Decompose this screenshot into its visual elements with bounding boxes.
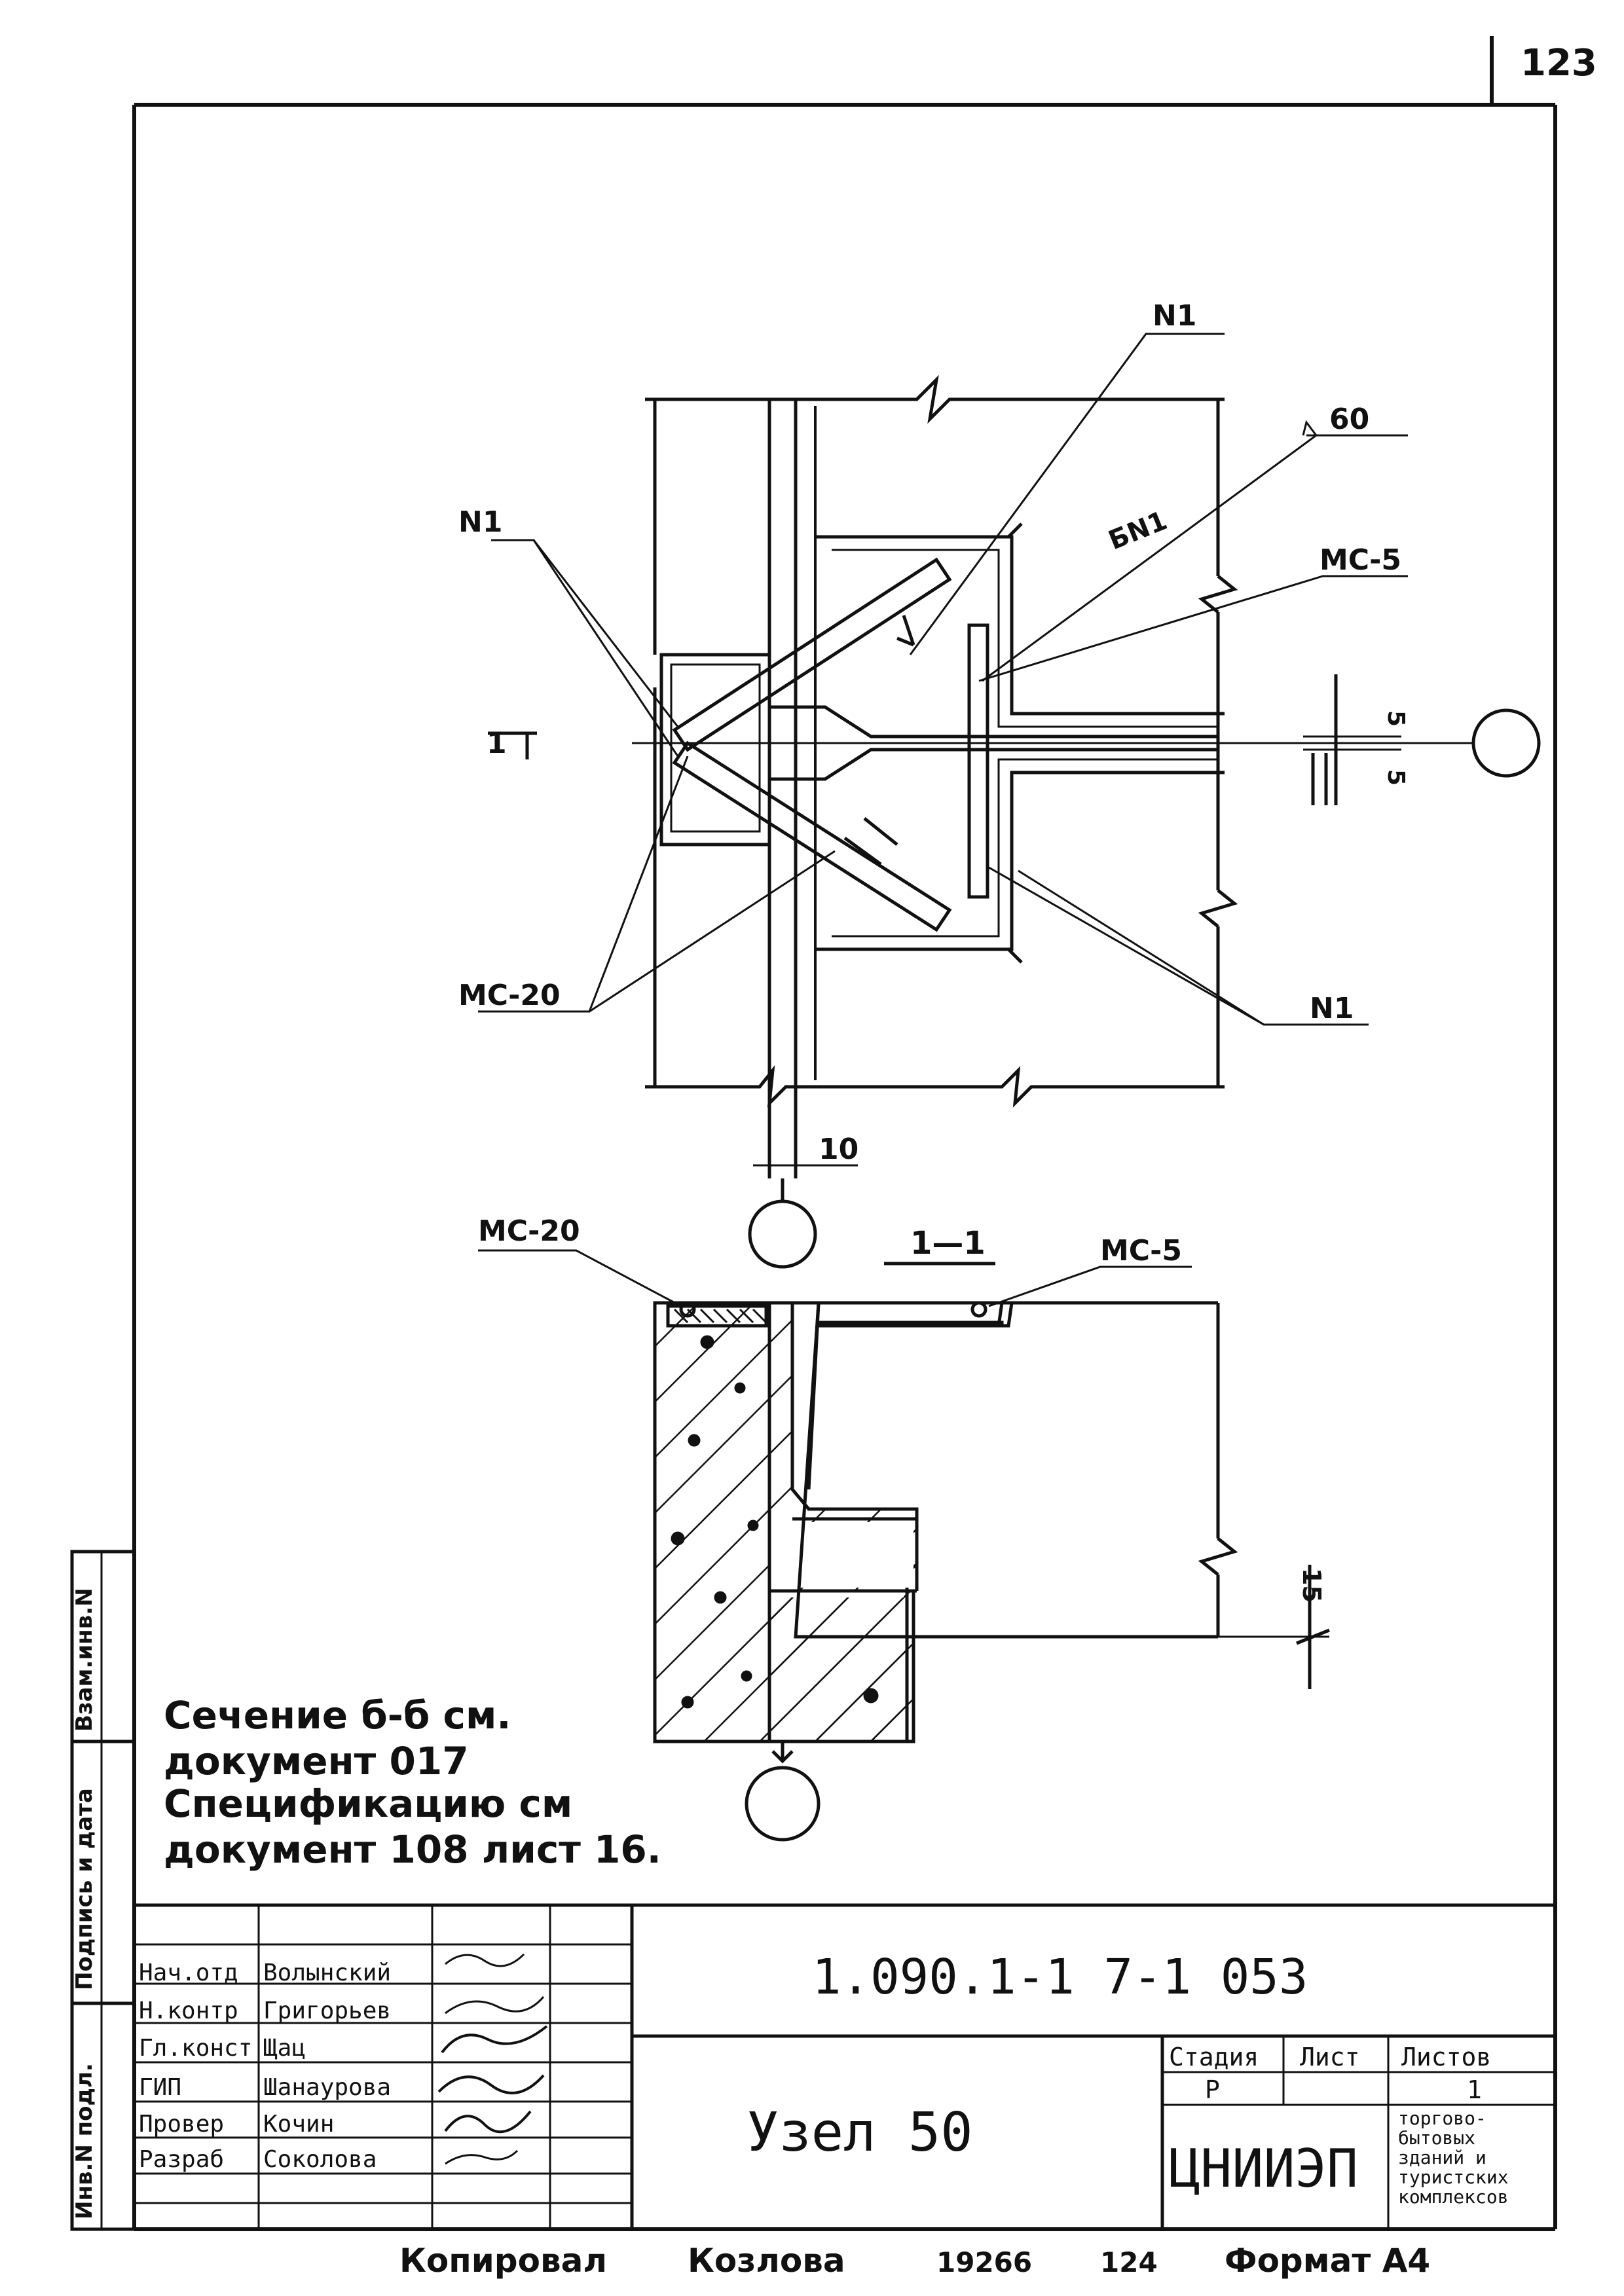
note-line-3: Спецификацию см bbox=[164, 1781, 572, 1826]
role-person: Щац bbox=[263, 2035, 306, 2062]
drawing-code: 1.090.1-1 7-1 053 bbox=[812, 1949, 1308, 2005]
footer-num2: 124 bbox=[1100, 2246, 1158, 2278]
side-label-podpis: Подпись и дата bbox=[71, 1788, 98, 1990]
role-person: Шанаурова bbox=[263, 2074, 391, 2101]
label-section-title: 1—1 bbox=[910, 1225, 986, 1262]
label-dim-5a: 5 bbox=[1382, 710, 1409, 727]
role-label: Н.контр bbox=[139, 1997, 238, 2024]
org-sub-5: комплексов bbox=[1398, 2186, 1509, 2208]
org-sub-4: туристских bbox=[1398, 2166, 1509, 2188]
label-dim-60: 60 bbox=[1329, 403, 1369, 436]
axis-bubble-right bbox=[1471, 708, 1541, 778]
sheets-value: 1 bbox=[1467, 2075, 1482, 2104]
label-mc5-top: МС-5 bbox=[1320, 543, 1401, 577]
side-labels: Взам.инв.N Подпись и дата Инв.N подл. bbox=[71, 1588, 98, 2219]
note-line-4: документ 108 лист 16. bbox=[164, 1827, 661, 1872]
plan-labels: N1 N1 60 БN1 МС-5 1 5 5 МС-20 N1 10 bbox=[458, 299, 1409, 1166]
label-n1-left: N1 bbox=[458, 505, 502, 539]
role-person: Григорьев bbox=[263, 1997, 391, 2024]
label-dim-15: 15 bbox=[1297, 1568, 1326, 1603]
sheet-frame bbox=[132, 103, 1557, 2231]
drawing-name: Узел 50 bbox=[747, 2102, 973, 2164]
page-number-tab: 123 bbox=[1490, 36, 1597, 105]
footer-num1: 19266 bbox=[936, 2246, 1032, 2278]
footer-format: Формат А4 bbox=[1225, 2242, 1430, 2280]
axis-bubble-bottom-plan bbox=[748, 1199, 817, 1269]
org-sub-2: бытовых bbox=[1398, 2127, 1475, 2149]
role-label: ГИП bbox=[139, 2074, 181, 2101]
side-strip bbox=[70, 1550, 136, 2231]
label-n1-top: N1 bbox=[1153, 299, 1196, 333]
org-sub-1: торгово- bbox=[1398, 2107, 1486, 2129]
label-n1-right: N1 bbox=[1310, 992, 1354, 1025]
plan-leaders bbox=[478, 333, 1408, 1026]
footer-copier: Козлова bbox=[688, 2242, 845, 2280]
role-label: Провер bbox=[139, 2111, 224, 2138]
footer-copied: Копировал bbox=[399, 2242, 607, 2280]
note-line-2: документ 017 bbox=[164, 1739, 469, 1783]
role-label: Гл.конст bbox=[139, 2035, 252, 2062]
role-person: Соколова bbox=[263, 2146, 377, 2173]
footer: Копировал Козлова 19266 124 Формат А4 bbox=[399, 2242, 1430, 2280]
side-label-vzam: Взам.инв.N bbox=[71, 1588, 98, 1732]
label-section-marker: 1 bbox=[487, 727, 507, 760]
org-name: ЦНИИЭП bbox=[1169, 2138, 1358, 2199]
title-block-text: 1.090.1-1 7-1 053 Узел 50 Стадия Лист Ли… bbox=[139, 1949, 1509, 2208]
note-line-1: Сечение б-б см. bbox=[164, 1693, 511, 1738]
org-sub-3: зданий и bbox=[1398, 2147, 1486, 2168]
section-labels: МС-20 МС-5 1—1 15 bbox=[478, 1214, 1326, 1603]
stage-header: Стадия bbox=[1169, 2043, 1259, 2071]
label-dim-10: 10 bbox=[819, 1133, 858, 1166]
role-label: Разраб bbox=[139, 2146, 224, 2173]
notes: Сечение б-б см. документ 017 Спецификаци… bbox=[164, 1693, 661, 1872]
side-label-inv: Инв.N подл. bbox=[71, 2063, 98, 2219]
page-number: 123 bbox=[1521, 42, 1597, 84]
label-mc20-section: МС-20 bbox=[478, 1214, 580, 1248]
title-block bbox=[134, 1903, 1555, 2229]
sheets-header: Листов bbox=[1401, 2043, 1491, 2071]
label-dim-5b: 5 bbox=[1382, 769, 1409, 786]
axis-bubble-bottom-section bbox=[745, 1766, 821, 1842]
section-view bbox=[653, 1262, 1330, 1842]
sheet-header: Лист bbox=[1300, 2043, 1360, 2071]
stage-value: Р bbox=[1205, 2075, 1220, 2104]
label-mc5-section: МС-5 bbox=[1100, 1234, 1182, 1267]
role-person: Волынский bbox=[263, 1959, 391, 1986]
role-person: Кочин bbox=[263, 2111, 334, 2138]
plan-view bbox=[488, 374, 1541, 1269]
section-leaders bbox=[478, 1249, 1192, 1307]
role-label: Нач.отд bbox=[139, 1959, 238, 1986]
label-mc20-left: МС-20 bbox=[458, 979, 561, 1012]
